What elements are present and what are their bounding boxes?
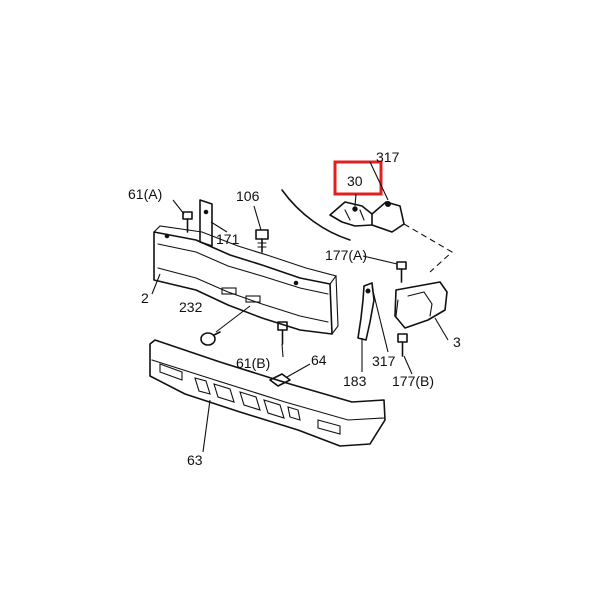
bolt-61a	[182, 211, 193, 233]
callout-30: 30	[347, 173, 363, 189]
callout-61b: 61(B)	[236, 355, 270, 371]
callout-317-top: 317	[376, 149, 400, 165]
bolt-106	[255, 229, 269, 253]
callout-183: 183	[343, 373, 367, 389]
assembly-line-30-3	[403, 223, 453, 273]
clip-232	[200, 305, 251, 346]
side-piece-3	[394, 281, 448, 329]
bracket-30	[329, 201, 405, 233]
plate-171	[199, 199, 213, 247]
callout-177a: 177(A)	[325, 247, 367, 263]
highlight-box-30	[333, 160, 383, 196]
bolt-61b	[277, 321, 288, 345]
bolt-177a	[396, 261, 407, 283]
reinforcement-beam-2	[153, 225, 339, 335]
callout-61a: 61(A)	[128, 186, 162, 202]
callout-177b: 177(B)	[392, 373, 434, 389]
bracket-183	[357, 282, 375, 341]
callout-63: 63	[187, 452, 203, 468]
callout-64: 64	[311, 352, 327, 368]
fender-arc	[281, 189, 351, 241]
callout-106: 106	[236, 188, 260, 204]
callout-171: 171	[216, 231, 240, 247]
callout-232: 232	[179, 299, 203, 315]
bumper-63	[149, 339, 386, 447]
leader-lines	[151, 161, 449, 453]
bolt-177b	[397, 333, 408, 357]
callout-317-bottom: 317	[372, 353, 396, 369]
callout-2: 2	[141, 290, 149, 306]
callout-3: 3	[453, 334, 461, 350]
part-64	[269, 373, 291, 387]
